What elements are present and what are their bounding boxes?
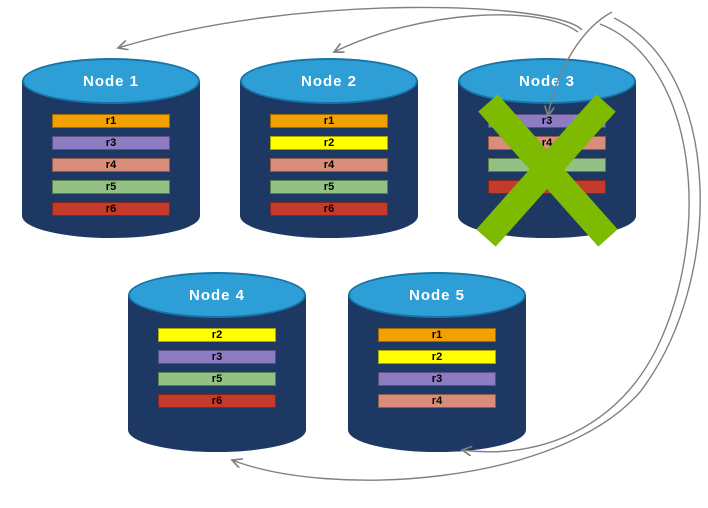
record-row: r3: [488, 114, 606, 128]
node-5-records: r1 r2 r3 r4: [348, 328, 526, 416]
node-1: Node 1 r1 r3 r4 r5 r6: [22, 58, 200, 238]
record-row: r2: [378, 350, 496, 364]
record-row: r5: [488, 158, 606, 172]
record-row: r2: [158, 328, 276, 342]
node-2-title: Node 2: [240, 58, 418, 104]
record-row: r4: [270, 158, 388, 172]
node-2-records: r1 r2 r4 r5 r6: [240, 114, 418, 224]
record-row: r5: [270, 180, 388, 194]
record-row: r3: [378, 372, 496, 386]
record-row: r5: [158, 372, 276, 386]
node-3-title: Node 3: [458, 58, 636, 104]
node-3-records: r3 r4 r5 r6: [458, 114, 636, 202]
edge-to-node-2: [334, 14, 579, 52]
record-row: r6: [52, 202, 170, 216]
node-4: Node 4 r2 r3 r5 r6: [128, 272, 306, 452]
record-row: r3: [158, 350, 276, 364]
record-row: r4: [378, 394, 496, 408]
node-4-records: r2 r3 r5 r6: [128, 328, 306, 416]
node-5-title: Node 5: [348, 272, 526, 318]
record-row: r6: [270, 202, 388, 216]
record-row: r5: [52, 180, 170, 194]
record-row: r1: [52, 114, 170, 128]
record-row: r4: [52, 158, 170, 172]
record-row: r6: [488, 180, 606, 194]
record-row: r1: [270, 114, 388, 128]
node-4-title: Node 4: [128, 272, 306, 318]
record-row: r1: [378, 328, 496, 342]
node-1-title: Node 1: [22, 58, 200, 104]
record-row: r4: [488, 136, 606, 150]
node-5: Node 5 r1 r2 r3 r4: [348, 272, 526, 452]
edge-to-node-1: [118, 6, 583, 48]
record-row: r3: [52, 136, 170, 150]
node-1-records: r1 r3 r4 r5 r6: [22, 114, 200, 224]
node-1-cylinder-bottom: [22, 194, 200, 238]
record-row: r6: [158, 394, 276, 408]
record-row: r2: [270, 136, 388, 150]
node-2: Node 2 r1 r2 r4 r5 r6: [240, 58, 418, 238]
node-3: Node 3 r3 r4 r5 r6: [458, 58, 636, 247]
